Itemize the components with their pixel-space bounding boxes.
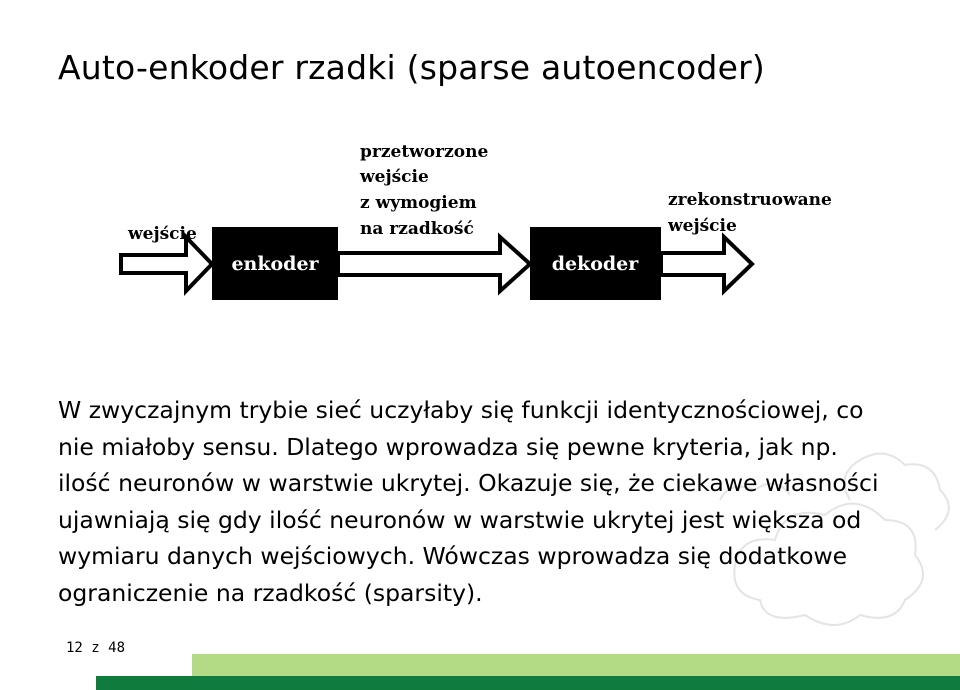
encoder-box — [212, 227, 338, 300]
input-arrow — [119, 232, 215, 296]
middle-arrow — [336, 232, 533, 296]
decoder-label: dekoder — [552, 253, 640, 275]
middle-label-line-1: przetworzone — [360, 142, 488, 162]
middle-label-line-4: na rzadkość — [360, 219, 474, 239]
body-line-4: ujawniają się gdy ilość neuronów w warst… — [58, 505, 862, 534]
decoder-box — [530, 227, 661, 300]
middle-label-line-2: wejście — [359, 167, 429, 187]
body-line-1: W zwyczajnym trybie sieć uczyłaby się fu… — [58, 396, 864, 424]
output-arrow — [659, 232, 755, 296]
body-line-5: wymiaru danych wejściowych. Wówczas wpro… — [58, 542, 848, 570]
input-label: wejście — [127, 224, 197, 244]
slide-title: Auto-enkoder rzadki (sparse autoencoder) — [58, 48, 765, 87]
output-label-line-2: wejście — [667, 216, 737, 236]
autoencoder-diagram: enkoder dekoder wejście przetworzone wej… — [119, 142, 832, 300]
middle-label-line-3: z wymogiem — [360, 193, 477, 213]
footer-bar-dark — [0, 676, 960, 690]
body-line-6: ograniczenie na rzadkość (sparsity). — [58, 578, 483, 607]
body-line-3: ilość neuronów w warstwie ukrytej. Okazu… — [58, 469, 879, 497]
page-number: 12 z 48 — [66, 640, 126, 656]
background-cloud-decoration — [719, 452, 950, 626]
encoder-label: enkoder — [231, 253, 319, 275]
body-paragraph: W zwyczajnym trybie sieć uczyłaby się fu… — [58, 392, 938, 611]
footer-bar-gap — [0, 676, 96, 690]
footer-bar-light — [192, 654, 960, 676]
body-line-2: nie miałoby sensu. Dlatego wprowadza się… — [58, 432, 838, 461]
output-label-line-1: zrekonstruowane — [668, 190, 832, 210]
